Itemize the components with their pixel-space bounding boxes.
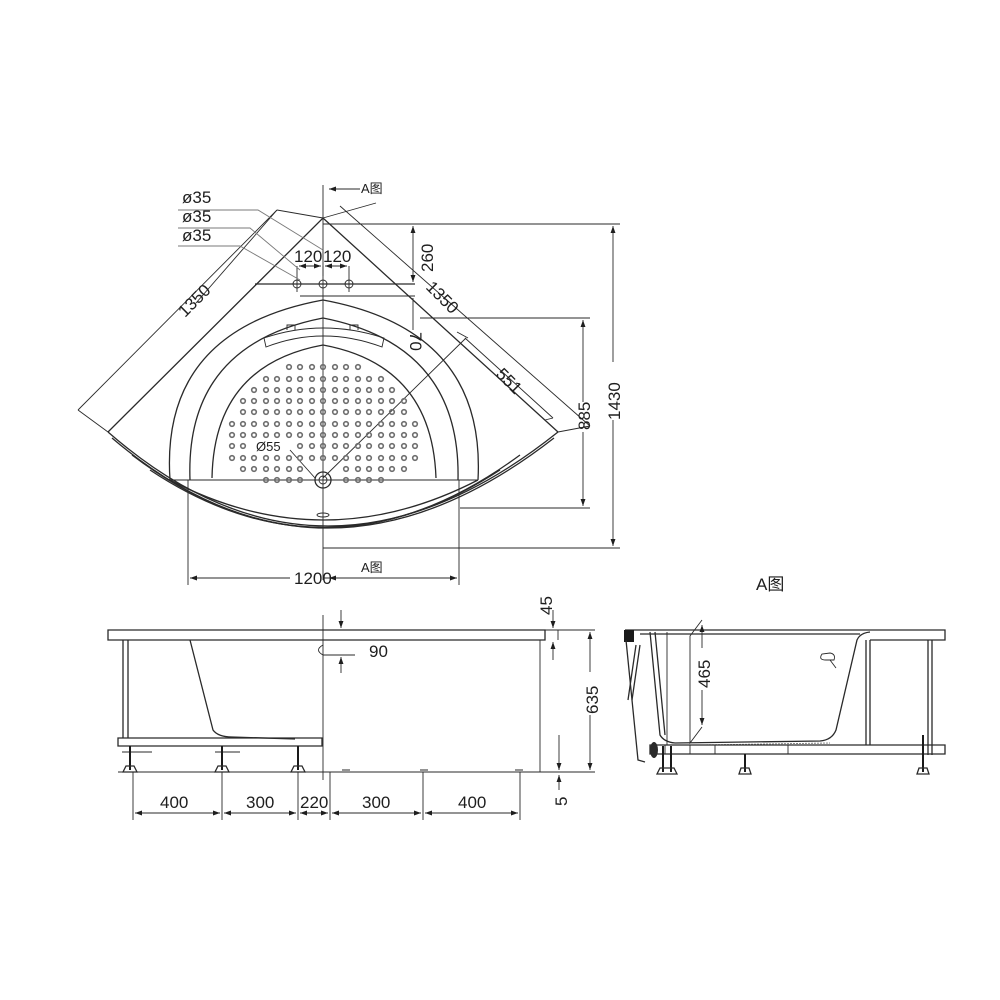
dim-260: 260 xyxy=(418,244,437,272)
leg-spacing-2: 300 xyxy=(246,793,274,812)
hole-dia-2: ø35 xyxy=(182,207,211,226)
dim-side-left: 1350 xyxy=(174,281,214,321)
control-box-icon xyxy=(624,630,634,642)
hole-dia-1: ø35 xyxy=(182,188,211,207)
dim-70: 70 xyxy=(406,332,425,351)
drain-dia: Ø55 xyxy=(256,439,281,454)
leg-spacing-3: 220 xyxy=(300,793,328,812)
dim-465: 465 xyxy=(695,660,714,688)
leg-spacing-1: 400 xyxy=(160,793,188,812)
leg-spacing-5: 400 xyxy=(458,793,486,812)
section-mark-bottom: A图 xyxy=(361,560,383,575)
dim-885: 885 xyxy=(575,402,594,430)
section-mark-top: A图 xyxy=(361,181,383,196)
dim-635: 635 xyxy=(583,686,602,714)
section-a-label: A图 xyxy=(756,575,784,594)
dim-45: 45 xyxy=(537,596,556,615)
hole-spacing-left: 120 xyxy=(294,247,322,266)
top-view: 1350 1350 A图 A图 xyxy=(77,181,624,588)
hole-spacing-right: 120 xyxy=(323,247,351,266)
dim-1430: 1430 xyxy=(605,382,624,420)
hole-dia-3: ø35 xyxy=(182,226,211,245)
front-legs xyxy=(121,746,307,773)
dim-90: 90 xyxy=(369,642,388,661)
massage-dots xyxy=(228,363,419,484)
dim-5: 5 xyxy=(552,797,571,806)
section-legs xyxy=(650,735,930,775)
dim-side-right: 1350 xyxy=(422,277,462,317)
leg-spacing-4: 300 xyxy=(362,793,390,812)
faucet-holes: 120 120 xyxy=(292,247,354,292)
dim-1200: 1200 xyxy=(294,569,332,588)
section-a-view: A图 465 xyxy=(624,575,946,775)
front-view: 90 45 635 5 400 300 220 300 400 xyxy=(107,596,602,820)
dim-551: 551 xyxy=(492,364,525,397)
